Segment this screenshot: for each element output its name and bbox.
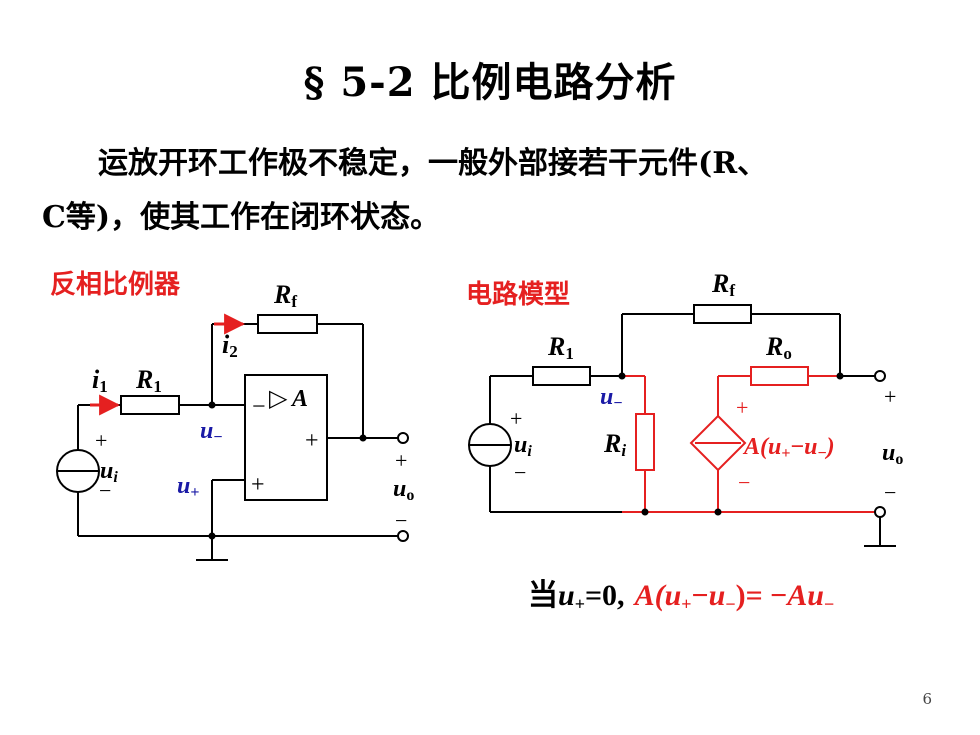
- right-resistor-ri: [635, 413, 655, 471]
- left-terminal-out-top: [397, 432, 409, 444]
- right-source-plus: +: [510, 406, 522, 431]
- right-voltage-source-icon: [468, 423, 512, 467]
- condition-equation: 当u+=0,A(u+−u−)= −Au−: [528, 578, 834, 614]
- right-terminal-out-top: [874, 370, 886, 382]
- opamp-inverting-sign: −: [252, 394, 266, 420]
- right-label-ri: Ri: [603, 429, 626, 460]
- dependent-source-icon: [689, 414, 747, 472]
- left-node-junction: [208, 401, 216, 409]
- right-node-bottom-left: [641, 508, 649, 516]
- right-terminal-out-bottom: [874, 506, 886, 518]
- right-output-plus: +: [884, 384, 896, 409]
- right-source-minus: −: [514, 460, 526, 485]
- left-resistor-rf: [257, 314, 318, 334]
- page-title: § 5-2 比例电路分析: [303, 59, 677, 106]
- left-wires: [77, 323, 398, 561]
- left-node-output: [359, 434, 367, 442]
- left-label-ui: ui: [100, 458, 118, 486]
- right-label-uo: uo: [882, 440, 903, 468]
- left-node-ground: [208, 532, 216, 540]
- left-source-plus: +: [95, 428, 107, 453]
- opamp-block: ▷ A − + +: [244, 374, 328, 501]
- left-source-minus: −: [99, 478, 111, 503]
- opamp-gain-label: A: [290, 386, 308, 412]
- right-node-bottom-mid: [714, 508, 722, 516]
- opamp-noninverting-sign: +: [251, 472, 265, 498]
- right-wires-red: [622, 375, 880, 513]
- right-label-r1: R1: [547, 332, 574, 363]
- right-resistor-ro: [750, 366, 809, 386]
- right-wires-black: [489, 313, 896, 547]
- left-circuit-label: 反相比例器: [50, 270, 181, 300]
- right-output-minus: −: [884, 480, 896, 505]
- left-label-rf: Rf: [273, 280, 297, 311]
- opamp-output-plus: +: [305, 428, 319, 454]
- right-node-top-left: [618, 372, 626, 380]
- left-label-u-minus: u−: [200, 418, 222, 446]
- dependent-source-expression: A(u+−u−): [742, 434, 835, 462]
- right-node-top-right: [836, 372, 844, 380]
- left-label-uo: uo: [393, 476, 414, 504]
- left-output-minus: −: [395, 508, 407, 533]
- right-label-ro: Ro: [765, 332, 792, 363]
- page-number: 6: [922, 690, 932, 708]
- left-voltage-source-icon: [56, 449, 100, 493]
- right-circuit-label: 电路模型: [466, 279, 570, 310]
- right-label-rf: Rf: [711, 269, 735, 300]
- left-label-r1: R1: [135, 365, 162, 396]
- left-label-i1: i1: [92, 365, 108, 396]
- dependent-source-plus: +: [736, 395, 748, 420]
- paragraph-line-2: C等)，使其工作在闭环状态。: [42, 200, 441, 235]
- left-resistor-r1: [120, 395, 180, 415]
- right-resistor-rf: [693, 304, 752, 324]
- dependent-source-minus: −: [738, 470, 750, 495]
- opamp-triangle-icon: ▷: [269, 384, 288, 412]
- paragraph-line-1: 运放开环工作极不稳定，一般外部接若干元件(R、: [98, 146, 768, 181]
- right-label-ui: ui: [514, 432, 532, 460]
- right-resistor-r1: [532, 366, 591, 386]
- left-label-u-plus: u+: [177, 473, 199, 501]
- left-terminal-out-bottom: [397, 530, 409, 542]
- left-output-plus: +: [395, 448, 407, 473]
- right-label-u-minus: u−: [600, 384, 622, 412]
- left-label-i2: i2: [222, 330, 238, 361]
